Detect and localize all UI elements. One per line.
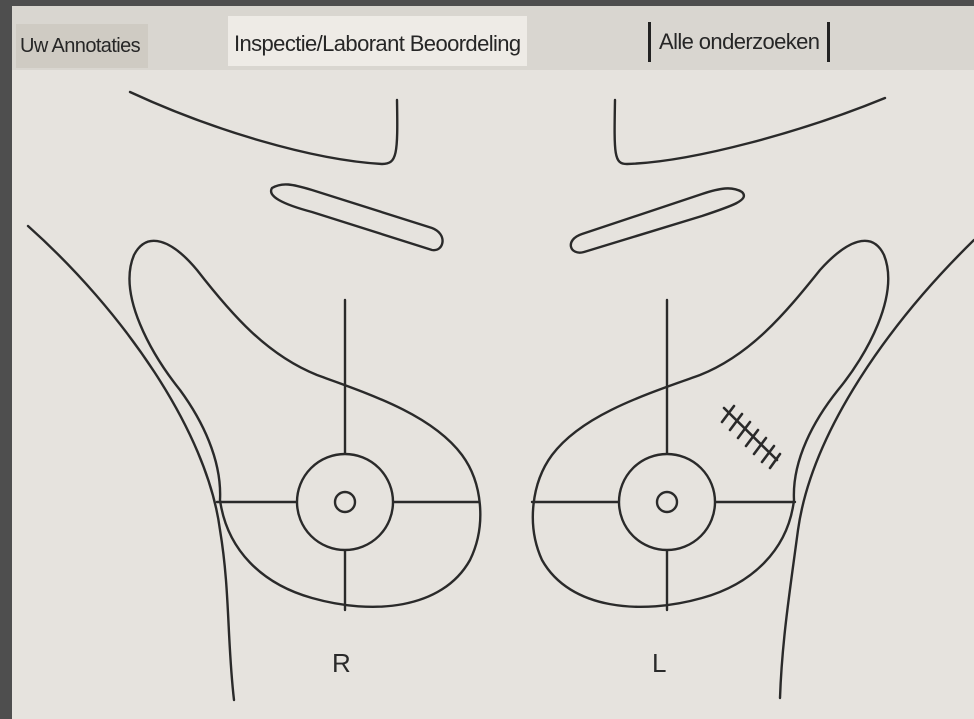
right-clavicle — [271, 184, 443, 250]
breast-diagram — [12, 70, 974, 719]
left-side-label: L — [652, 648, 666, 679]
left-torso-line — [780, 240, 974, 698]
application-window: Uw Annotaties Inspectie/Laborant Beoorde… — [12, 6, 974, 719]
hatch-scar-mark-icon — [722, 406, 780, 468]
right-shoulder-line — [130, 92, 397, 164]
tab-alle-onderzoeken[interactable]: Alle onderzoeken — [648, 22, 830, 62]
tab-uw-annotaties[interactable]: Uw Annotaties — [16, 24, 148, 68]
right-side-label: R — [332, 648, 351, 679]
tab-inspectie-laborant-beoordeling[interactable]: Inspectie/Laborant Beoordeling — [228, 16, 527, 66]
left-nipple — [657, 492, 677, 512]
tab-bar: Uw Annotaties Inspectie/Laborant Beoorde… — [12, 6, 974, 70]
left-shoulder-line — [615, 98, 885, 164]
right-nipple — [335, 492, 355, 512]
breast-diagram-canvas[interactable]: R L — [12, 70, 974, 719]
left-clavicle — [571, 188, 744, 252]
right-breast-outline — [130, 241, 481, 607]
